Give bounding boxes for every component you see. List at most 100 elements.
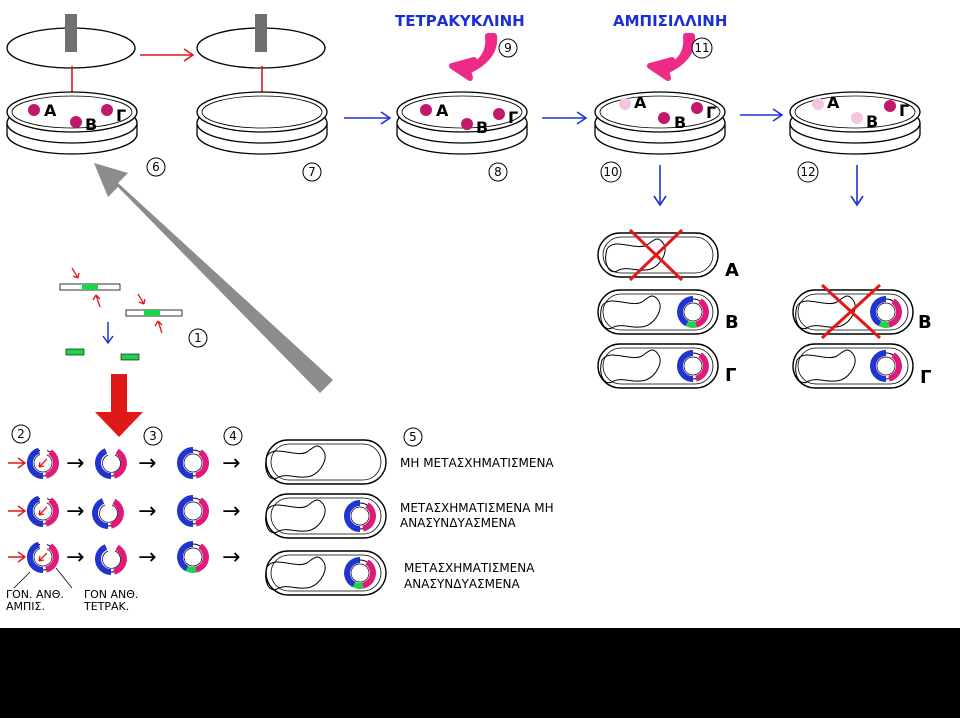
colony-label-b: Β: [85, 115, 97, 134]
petri-dish-10: [594, 91, 726, 155]
blue-arrow-10-to-12: [740, 108, 784, 122]
svg-text:5: 5: [409, 430, 417, 444]
tetracycline-label: ΤΕΤΡΑΚΥΚΛΙΝΗ: [395, 12, 525, 30]
step-marker-1: 1: [188, 328, 208, 348]
colony-b: [461, 118, 473, 130]
colony-b-faded: [851, 112, 863, 124]
tet-gene-label-line2: ΤΕΤΡΑΚ.: [83, 600, 129, 613]
colony-label-b: Β: [674, 113, 686, 132]
outcome-not-transformed: ΜΗ ΜΕΤΑΣΧΗΜΑΤΙΣΜΕΝΑ: [400, 456, 554, 470]
svg-text:3: 3: [149, 429, 157, 443]
colony-label-a: Α: [634, 93, 647, 112]
svg-text:→: →: [222, 451, 240, 476]
svg-text:1: 1: [194, 331, 202, 345]
colony-b: [658, 112, 670, 124]
green-insert-fragment: [65, 348, 85, 356]
step-marker-7: 7: [302, 162, 322, 182]
velvet-stamp-7: [196, 14, 326, 69]
red-arrow-6-to-7: [140, 48, 195, 62]
colony-label-g: Γ: [508, 108, 518, 127]
dna-fragment-top: [59, 267, 121, 308]
step-marker-4: 4: [223, 426, 243, 446]
cell-label-b: Β: [725, 312, 739, 333]
magenta-arrow-ampicillin: [647, 33, 696, 81]
colony-a: [28, 104, 40, 116]
step-marker-11: 11: [691, 37, 713, 59]
colony-label-g: Γ: [899, 101, 909, 120]
blue-arrow-fragment-cut: [102, 322, 114, 345]
svg-text:→: →: [222, 499, 240, 524]
blue-arrow-down-10: [653, 165, 667, 207]
workflow-row-3: → → →: [8, 541, 387, 596]
colony-g: [101, 104, 113, 116]
colony-label-g: Γ: [116, 106, 126, 125]
magenta-arrow-tetracycline: [449, 33, 498, 81]
step-marker-12: 12: [797, 161, 819, 183]
colony-label-a: Α: [44, 101, 57, 120]
cell-g-column-12: [792, 343, 914, 389]
svg-text:7: 7: [308, 165, 316, 179]
colony-label-b: Β: [866, 112, 878, 131]
colony-b: [70, 116, 82, 128]
black-footer-band: [0, 628, 960, 718]
colony-label-a: Α: [436, 101, 449, 120]
svg-text:→: →: [138, 499, 156, 524]
svg-text:9: 9: [504, 41, 512, 55]
amp-gene-label-line1: ΓΟΝ. ΑΝΘ.: [6, 588, 64, 601]
step-marker-9: 9: [498, 38, 518, 58]
red-down-arrow: [95, 374, 143, 437]
dna-fragment-bottom: [125, 293, 183, 334]
step-marker-10: 10: [600, 161, 622, 183]
svg-text:4: 4: [229, 429, 237, 443]
outcome-transformed-non-recombinant-line1: ΜΕΤΑΣΧΗΜΑΤΙΣΜΕΝΑ ΜΗ: [400, 501, 554, 515]
colony-label-g: Γ: [706, 103, 716, 122]
step-marker-2: 2: [11, 424, 31, 444]
step-marker-8: 8: [488, 162, 508, 182]
svg-text:10: 10: [603, 165, 618, 179]
cell-a-column-10: [597, 228, 719, 282]
colony-g: [884, 100, 896, 112]
workflow-row-2: → → →: [8, 494, 387, 539]
colony-a: [420, 104, 432, 116]
outcome-transformed-non-recombinant-line2: ΑΝΑΣΥΝΔΥΑΣΜΕΝΑ: [400, 516, 517, 530]
svg-text:→: →: [222, 545, 240, 570]
svg-text:→: →: [138, 545, 156, 570]
svg-text:→: →: [66, 451, 84, 476]
step-marker-6: 6: [146, 157, 166, 177]
petri-dish-7: [196, 91, 328, 155]
colony-g: [691, 102, 703, 114]
cell-label-g: Γ: [920, 367, 931, 388]
workflow-row-1: → → →: [8, 439, 387, 485]
colony-a-faded: [812, 98, 824, 110]
step-marker-3: 3: [143, 426, 163, 446]
velvet-stamp-6: [6, 14, 136, 69]
svg-text:6: 6: [152, 160, 160, 174]
svg-text:→: →: [138, 451, 156, 476]
svg-text:11: 11: [694, 41, 709, 55]
cell-label-a: Α: [725, 260, 739, 281]
outcome-transformed-recombinant-line1: ΜΕΤΑΣΧΗΜΑΤΙΣΜΕΝΑ: [404, 561, 535, 575]
svg-text:8: 8: [494, 165, 502, 179]
amp-gene-label-line2: ΑΜΠΙΣ.: [6, 600, 45, 613]
tet-gene-label-line1: ΓΟΝ ΑΝΘ.: [84, 588, 138, 601]
cell-b-column-12: [792, 283, 914, 340]
outcome-transformed-recombinant-line2: ΑΝΑΣΥΝΔΥΑΣΜΕΝΑ: [404, 577, 521, 591]
ampicillin-label: ΑΜΠΙΣΙΛΛΙΝΗ: [613, 12, 727, 30]
green-insert-fragment: [120, 353, 140, 361]
svg-text:→: →: [66, 545, 84, 570]
svg-text:→: →: [66, 499, 84, 524]
cross-mark: [628, 228, 684, 282]
blue-arrow-8-to-10: [542, 111, 588, 125]
colony-label-a: Α: [827, 93, 840, 112]
cell-label-g: Γ: [725, 365, 736, 386]
cell-b-column-10: [597, 289, 719, 335]
cross-mark: [820, 283, 882, 340]
blue-arrow-7-to-8: [344, 111, 392, 125]
colony-g: [493, 108, 505, 120]
colony-label-b: Β: [476, 118, 488, 137]
cell-label-b: Β: [918, 312, 932, 333]
step-marker-5: 5: [403, 427, 423, 447]
svg-text:12: 12: [800, 165, 815, 179]
svg-text:2: 2: [17, 427, 25, 441]
